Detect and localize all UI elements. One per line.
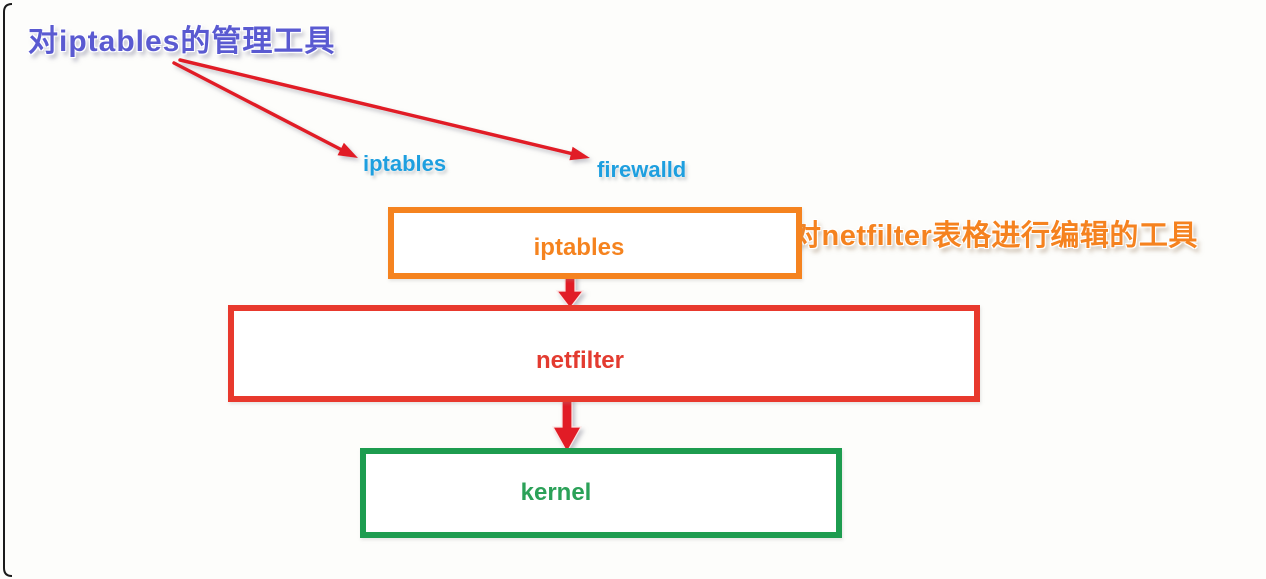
box-netfilter-label: netfilter: [535, 346, 624, 374]
arrow-annotation-to-iptables: [172, 61, 358, 158]
box-netfilter: netfilter: [228, 305, 980, 402]
box-iptables: iptables: [388, 207, 802, 279]
tool-label-iptables: iptables: [363, 151, 447, 176]
tool-label-firewalld: firewalld: [597, 157, 687, 182]
box-iptables-label: iptables: [533, 234, 625, 261]
arrow-annotation-to-firewalld: [178, 58, 590, 161]
annotation-netfilter-editing-tool: 对netfilter表格进行编辑的工具: [792, 220, 1198, 252]
box-kernel-label: kernel: [520, 479, 592, 506]
box-kernel: kernel: [360, 448, 842, 538]
annotation-iptables-management-tools: 对iptables的管理工具: [28, 25, 336, 58]
slide-frame: [3, 3, 910, 577]
